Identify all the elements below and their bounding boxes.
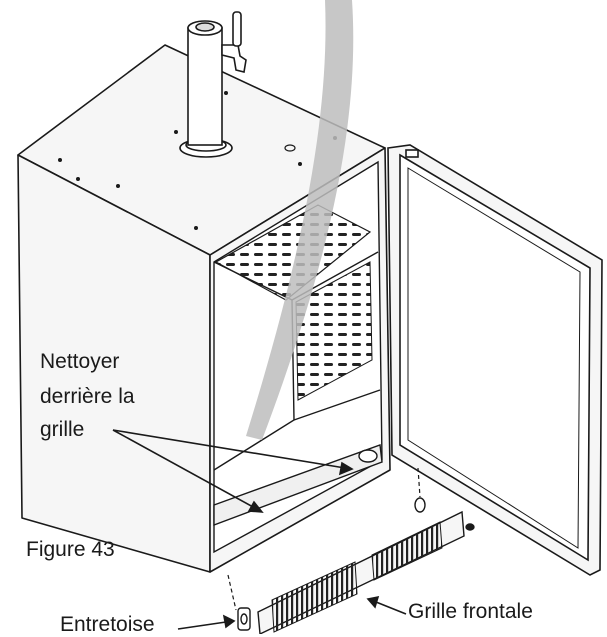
front-grille xyxy=(257,497,475,634)
label-entretoise: Entretoise xyxy=(60,613,155,636)
alignment-dashes xyxy=(227,467,421,611)
spacer xyxy=(237,607,251,631)
grille-screw xyxy=(465,523,475,531)
label-grille-frontale: Grille frontale xyxy=(408,600,533,623)
beer-tower xyxy=(179,11,247,158)
open-door xyxy=(387,144,603,576)
label-clean-line2: derrière la xyxy=(40,385,135,408)
drain xyxy=(358,449,378,463)
label-clean-line1: Nettoyer xyxy=(40,350,120,373)
wire-shelf xyxy=(214,204,372,301)
cabinet-interior xyxy=(213,160,383,554)
figure-caption: Figure 43 xyxy=(26,538,115,561)
label-clean-line3: grille xyxy=(40,418,85,441)
door-swing-arrow xyxy=(246,0,354,440)
leader-lines xyxy=(112,429,407,630)
tap-handle xyxy=(232,11,242,47)
grille-vents-right xyxy=(371,521,443,581)
door-hinge xyxy=(405,149,419,158)
tap-faucet xyxy=(221,44,247,73)
grille-vents-left xyxy=(271,561,358,633)
interior-vent-panel xyxy=(295,261,373,401)
